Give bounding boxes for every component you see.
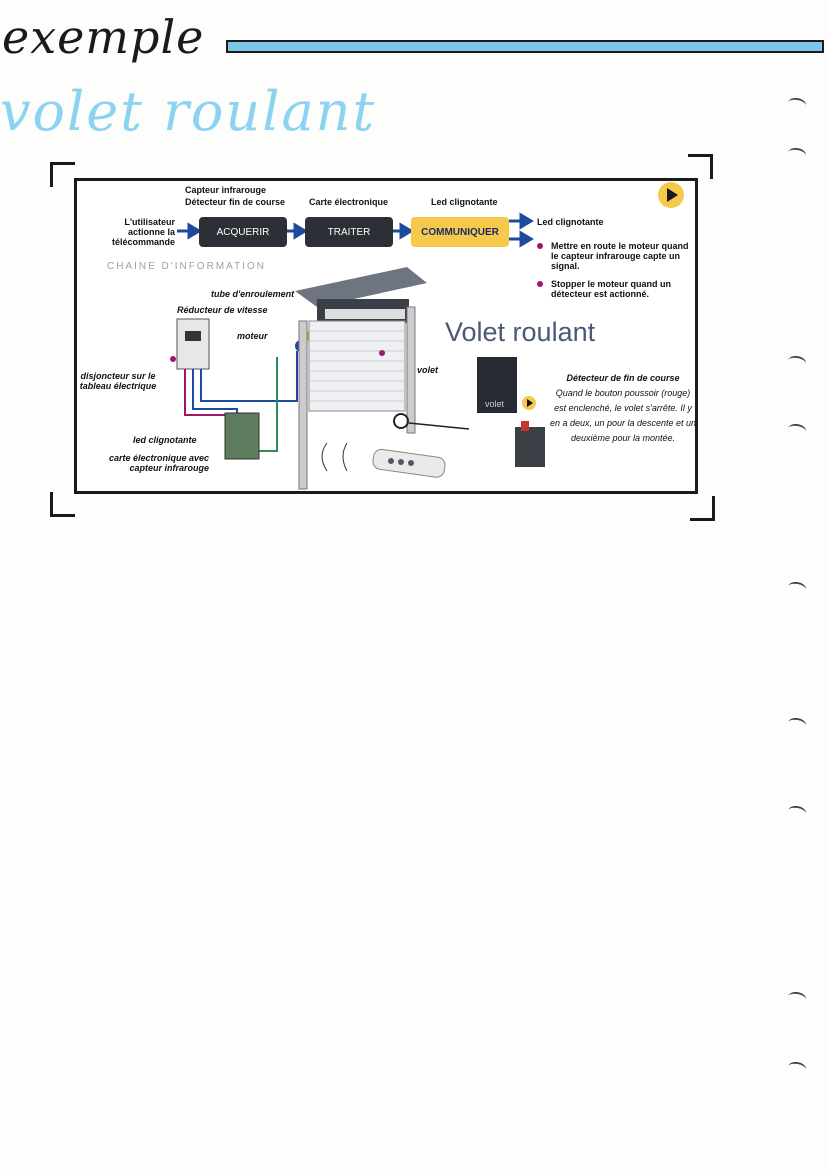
corner-bracket-bottom-left	[50, 492, 75, 517]
acquire-box: ACQUERIR	[199, 217, 287, 247]
corner-bracket-top-right	[688, 154, 713, 179]
communicate-box: COMMUNIQUER	[411, 217, 509, 247]
detector-title: Détecteur de fin de course	[566, 373, 680, 383]
chain-arrows	[177, 212, 534, 248]
detector-description: Détecteur de fin de course Quand le bout…	[549, 371, 697, 446]
corner-bracket-top-left	[50, 162, 75, 187]
bullet	[537, 281, 543, 287]
volet-roulant-diagram: Capteur infrarouge Détecteur fin de cour…	[74, 178, 698, 494]
video-label: volet	[485, 399, 505, 409]
sensor-label-1: Capteur infrarouge	[185, 185, 267, 195]
corner-bracket-bottom-right	[690, 496, 715, 521]
heading-underline-bar	[226, 40, 824, 53]
part-shutter: volet	[417, 365, 439, 375]
part-reducer: Réducteur de vitesse	[177, 305, 268, 315]
led-label: Led clignotante	[431, 197, 498, 207]
shutter-illustration	[170, 267, 545, 490]
output-motor-on: Mettre en route le moteur quand le capte…	[551, 241, 689, 271]
card-label: Carte électronique	[309, 197, 389, 207]
diagram-title: Volet roulant	[445, 317, 596, 347]
detector-text: Quand le bouton poussoir (rouge) est enc…	[549, 388, 697, 443]
play-icon[interactable]	[655, 181, 687, 209]
sensor-label-2: Détecteur fin de course	[185, 197, 286, 207]
part-motor: moteur	[237, 331, 268, 341]
user-input-label: L'utilisateur actionne la télécommande	[111, 217, 175, 247]
output-motor-off: Stopper le moteur quand un détecteur est…	[551, 279, 672, 299]
output-led: Led clignotante	[537, 217, 604, 227]
chain-name: CHAINE D'INFORMATION	[107, 261, 266, 272]
bullet	[537, 243, 543, 249]
part-led: led clignotante	[133, 435, 197, 445]
part-card: carte électronique avec capteur infrarou…	[108, 453, 209, 473]
process-box: TRAITER	[305, 217, 393, 247]
page-subtitle: volet roulant	[0, 80, 377, 143]
part-breaker: disjoncteur sur le tableau électrique	[79, 371, 157, 391]
part-tube: tube d'enroulement	[211, 289, 295, 299]
page-heading: exemple	[2, 10, 205, 64]
